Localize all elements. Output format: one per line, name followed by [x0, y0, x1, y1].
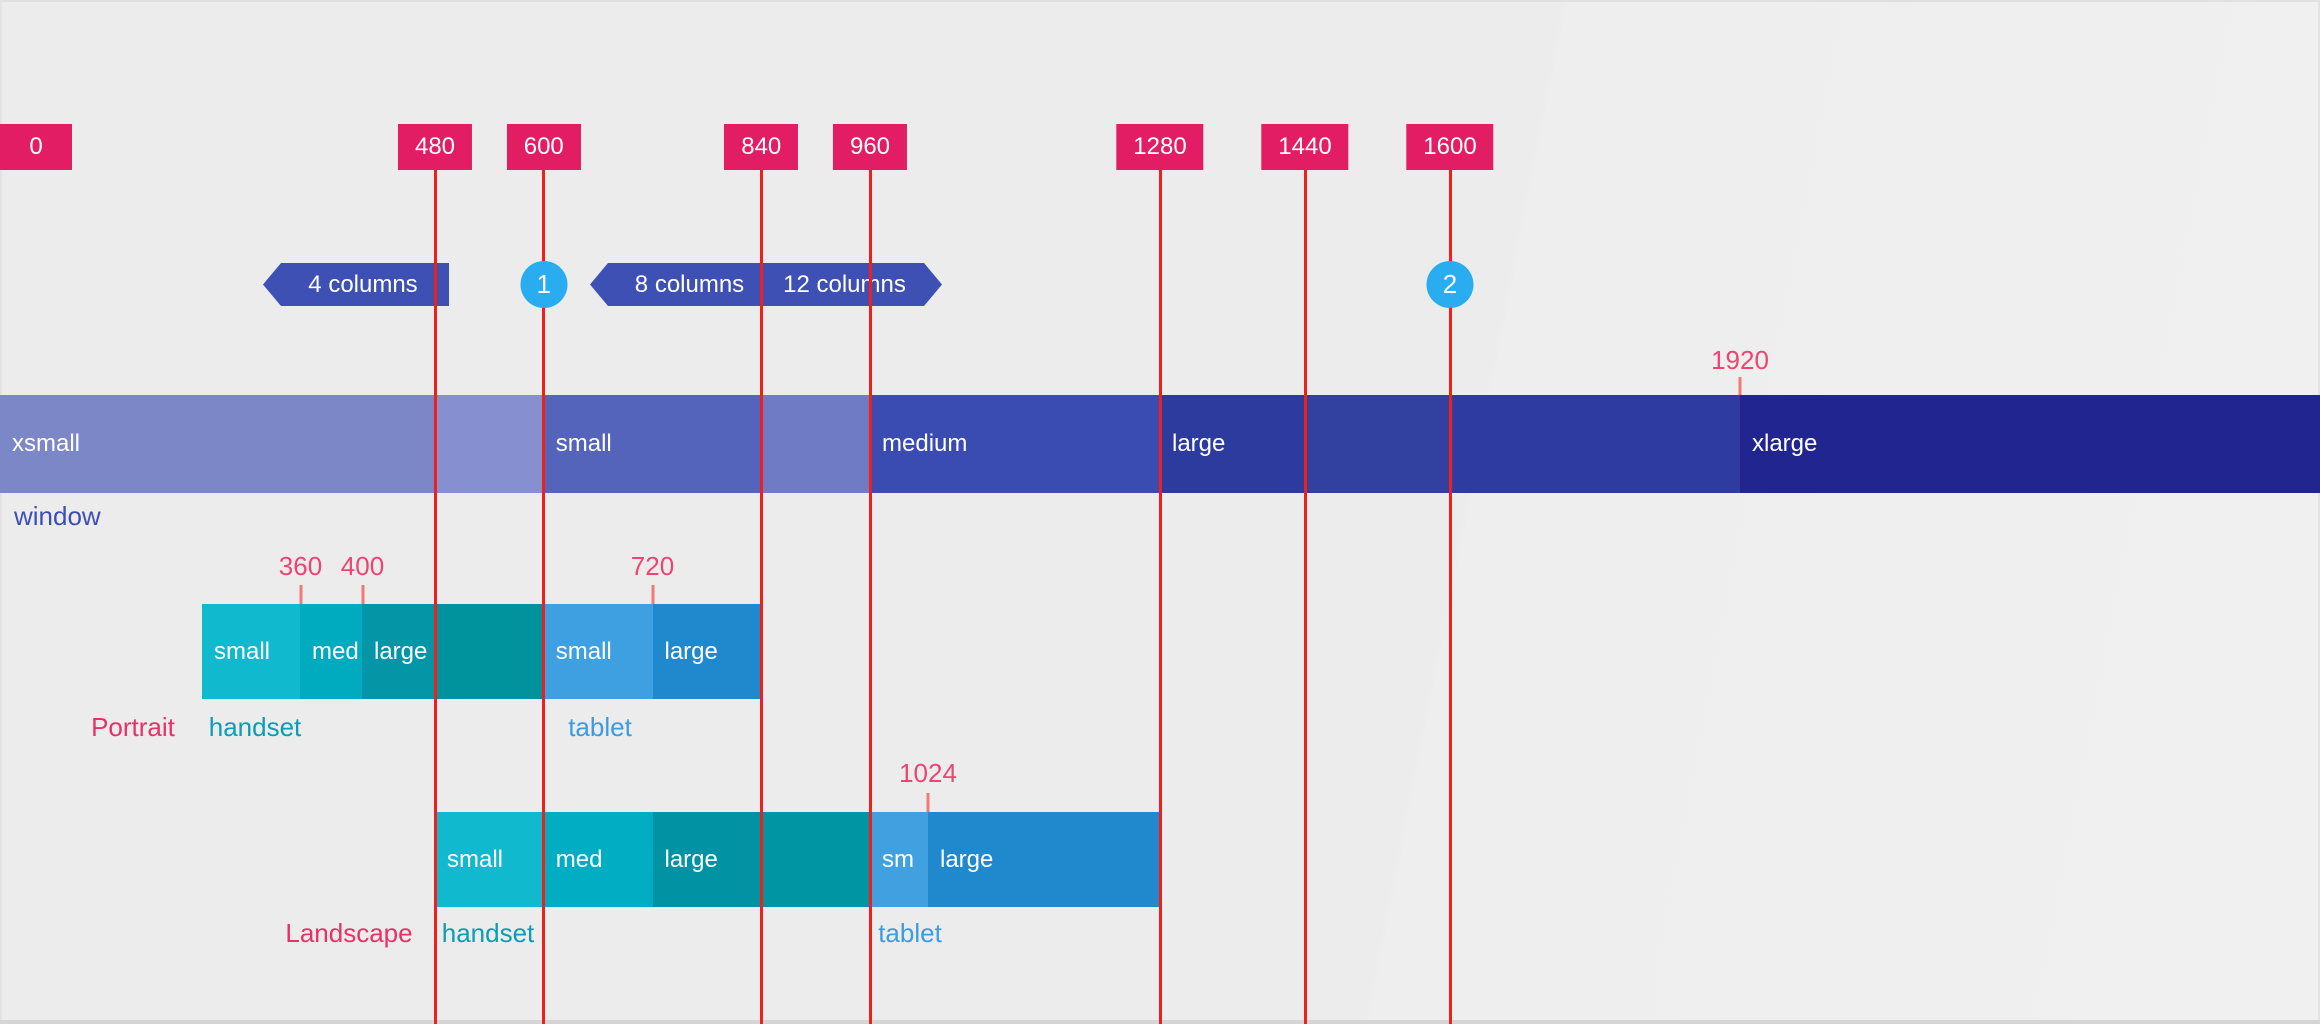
tick-label: 1920 [1711, 345, 1769, 375]
window-segment: xsmall [0, 395, 435, 493]
window-segment [435, 395, 544, 493]
tick-label: 360 [278, 551, 323, 581]
window-segment [1305, 395, 1450, 493]
window-segment: large [1160, 395, 1305, 493]
device-label: tablet [878, 918, 942, 948]
columns-chip: 4 columns [263, 263, 449, 306]
tick-label: 1024 [899, 758, 957, 788]
tick-mark [651, 585, 654, 604]
window-segment: small [543, 395, 762, 493]
device-segment: large [652, 604, 762, 699]
window-segment [761, 395, 870, 493]
ruler-chip: 480 [397, 124, 473, 170]
breakpoint-line [759, 170, 763, 1024]
ruler-chip: 1600 [1406, 124, 1494, 170]
ruler-chip: 840 [724, 124, 799, 170]
device-segment: large [362, 604, 435, 699]
tick-label: 720 [630, 551, 675, 581]
breakpoint-line [1303, 170, 1307, 1024]
landscape-caption: Landscape [285, 918, 413, 948]
device-segment-label: med [555, 846, 603, 873]
tick-mark [361, 585, 364, 604]
breakpoint-line [433, 170, 437, 1024]
breakpoint-line [1448, 170, 1452, 1024]
portrait-caption: Portrait [91, 712, 175, 742]
device-segment-label: large [664, 638, 718, 665]
window-segment: medium [870, 395, 1160, 493]
window-segment: xlarge [1740, 395, 2320, 493]
footnote-badge: 2 [1426, 261, 1474, 308]
window-segment-label: xlarge [1752, 430, 1818, 457]
device-segment-label: large [664, 846, 718, 873]
columns-chip: 12 columns [761, 263, 942, 306]
device-segment [761, 812, 870, 907]
ruler-chip: 0 [0, 124, 72, 170]
device-segment: small [202, 604, 300, 699]
ruler-chip: 600 [506, 124, 581, 170]
footnote-badge: 1 [520, 261, 568, 308]
columns-chip: 8 columns [590, 263, 775, 306]
device-segment: small [435, 812, 544, 907]
device-segment: small [543, 604, 653, 699]
tick-label: 400 [340, 551, 385, 581]
device-segment-label: small [447, 846, 504, 873]
ruler-chip: 1440 [1261, 124, 1349, 170]
device-label: handset [208, 712, 302, 742]
device-label: handset [441, 918, 535, 948]
breakpoint-line [868, 170, 872, 1024]
device-segment-label: small [555, 638, 612, 665]
window-segment-label: small [555, 430, 612, 457]
window-segment-label: large [1172, 430, 1226, 457]
tick-mark [1738, 377, 1742, 395]
window-segment-label: medium [882, 430, 968, 457]
breakpoint-line [542, 170, 546, 1024]
device-segment: large [652, 812, 762, 907]
device-segment-label: large [374, 638, 428, 665]
device-segment [435, 604, 544, 699]
device-segment: med [300, 604, 362, 699]
breakpoint-line [1158, 170, 1162, 1024]
device-segment-label: med [312, 638, 359, 665]
device-segment-label: sm [882, 846, 914, 873]
device-segment: med [543, 812, 653, 907]
window-segment [1450, 395, 1740, 493]
window-caption: window [14, 501, 101, 531]
ruler-chip: 1280 [1116, 124, 1204, 170]
tick-mark [926, 793, 930, 812]
device-segment-label: large [940, 846, 994, 873]
device-segment: large [928, 812, 1160, 907]
device-label: tablet [568, 712, 632, 742]
device-segment-label: small [214, 638, 271, 665]
window-segment-label: xsmall [12, 430, 81, 457]
ruler-chip: 960 [832, 124, 908, 170]
device-segment: sm [870, 812, 928, 907]
tick-mark [299, 585, 302, 604]
